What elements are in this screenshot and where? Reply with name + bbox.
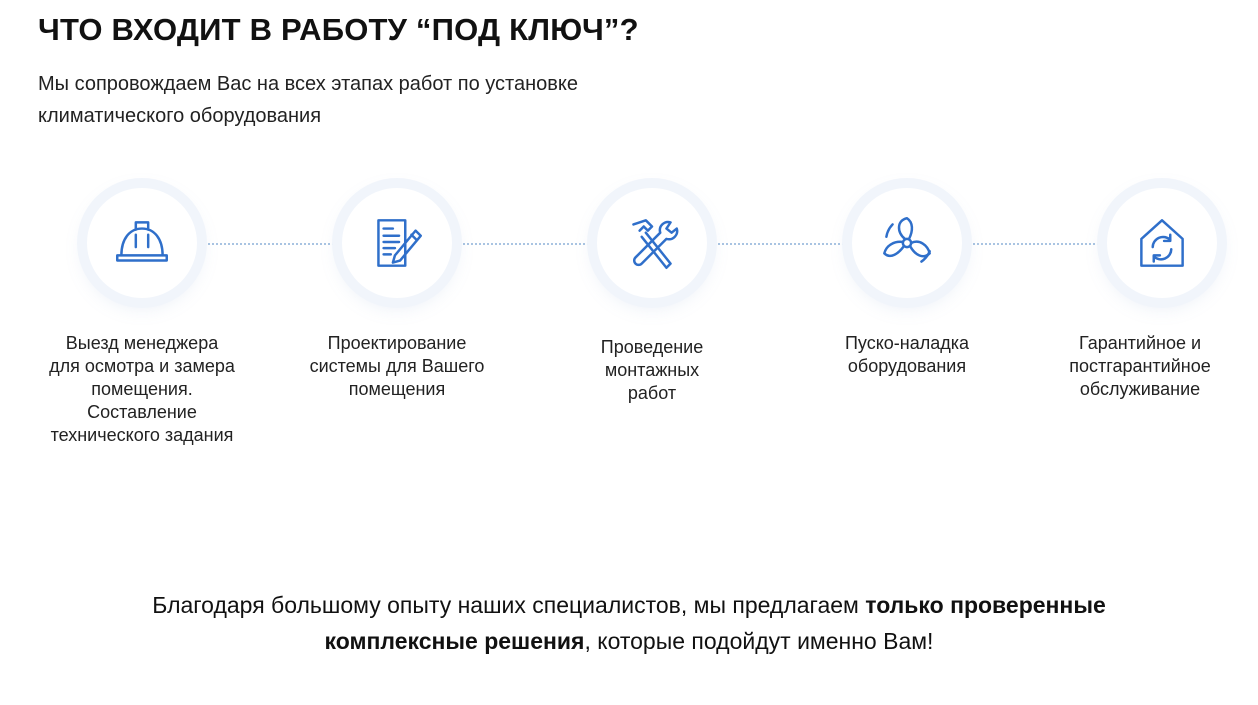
step-2-label: Проектирование системы для Вашего помеще… xyxy=(282,332,512,401)
step-2-icon-circle xyxy=(342,188,452,298)
document-pen-icon xyxy=(377,219,422,267)
connector-line xyxy=(965,243,1103,245)
step-5-icon-circle xyxy=(1107,188,1217,298)
tagline-text: Благодаря большому опыту наших специалис… xyxy=(152,592,866,618)
step-1-label-line: Выезд менеджера xyxy=(65,333,219,353)
step-3-label-line: работ xyxy=(627,383,677,403)
fan-icon xyxy=(883,217,931,263)
tagline: Благодаря большому опыту наших специалис… xyxy=(0,587,1258,659)
step-3-label: Проведение монтажных работ xyxy=(537,336,767,405)
step-4-label-line: оборудования xyxy=(847,356,967,376)
step-4-icon-circle xyxy=(852,188,962,298)
subtitle-line-1: Мы сопровождаем Вас на всех этапах работ… xyxy=(38,73,578,95)
subtitle-line-2: климатического оборудования xyxy=(38,105,322,127)
tagline-bold: комплексные решения xyxy=(324,628,585,654)
step-3-icon-circle xyxy=(597,188,707,298)
step-1-label: Выезд менеджера для осмотра и замера пом… xyxy=(27,332,257,447)
connector-line xyxy=(200,243,338,245)
step-5-label: Гарантийное и постгарантийное обслуживан… xyxy=(1025,332,1255,401)
step-5-label-line: обслуживание xyxy=(1079,379,1201,399)
step-4-label-line: Пуско-наладка xyxy=(844,333,970,353)
step-1-label-line: помещения. xyxy=(91,379,193,399)
step-1-label-line: технического задания xyxy=(50,425,234,445)
step-2-label-line: системы для Вашего xyxy=(309,356,485,376)
step-5-label-line: Гарантийное и xyxy=(1078,333,1202,353)
connector-line xyxy=(455,243,593,245)
step-1-icon-circle xyxy=(87,188,197,298)
step-2-label-line: Проектирование xyxy=(327,333,467,353)
step-2-label-line: помещения xyxy=(348,379,446,399)
tagline-bold: только проверенные xyxy=(865,592,1106,618)
hard-hat-icon xyxy=(116,221,168,262)
house-service-icon xyxy=(1140,219,1184,267)
step-1-label-line: для осмотра и замера xyxy=(49,356,235,376)
step-1-label-line: Составление xyxy=(87,402,197,422)
tagline-text: , которые подойдут именно Вам! xyxy=(584,628,934,654)
steps-timeline: Выезд менеджера для осмотра и замера пом… xyxy=(0,180,1258,470)
connector-line xyxy=(710,243,848,245)
hammer-wrench-icon xyxy=(632,219,679,269)
step-5-label-line: постгарантийное xyxy=(1069,356,1211,376)
step-3-label-line: Проведение xyxy=(600,337,704,357)
step-3-label-line: монтажных xyxy=(604,360,700,380)
page-subtitle: Мы сопровождаем Вас на всех этапах работ… xyxy=(38,68,738,132)
page-title: ЧТО ВХОДИТ В РАБОТУ “ПОД КЛЮЧ”? xyxy=(38,12,639,47)
step-4-label: Пуско-наладка оборудования xyxy=(792,332,1022,378)
